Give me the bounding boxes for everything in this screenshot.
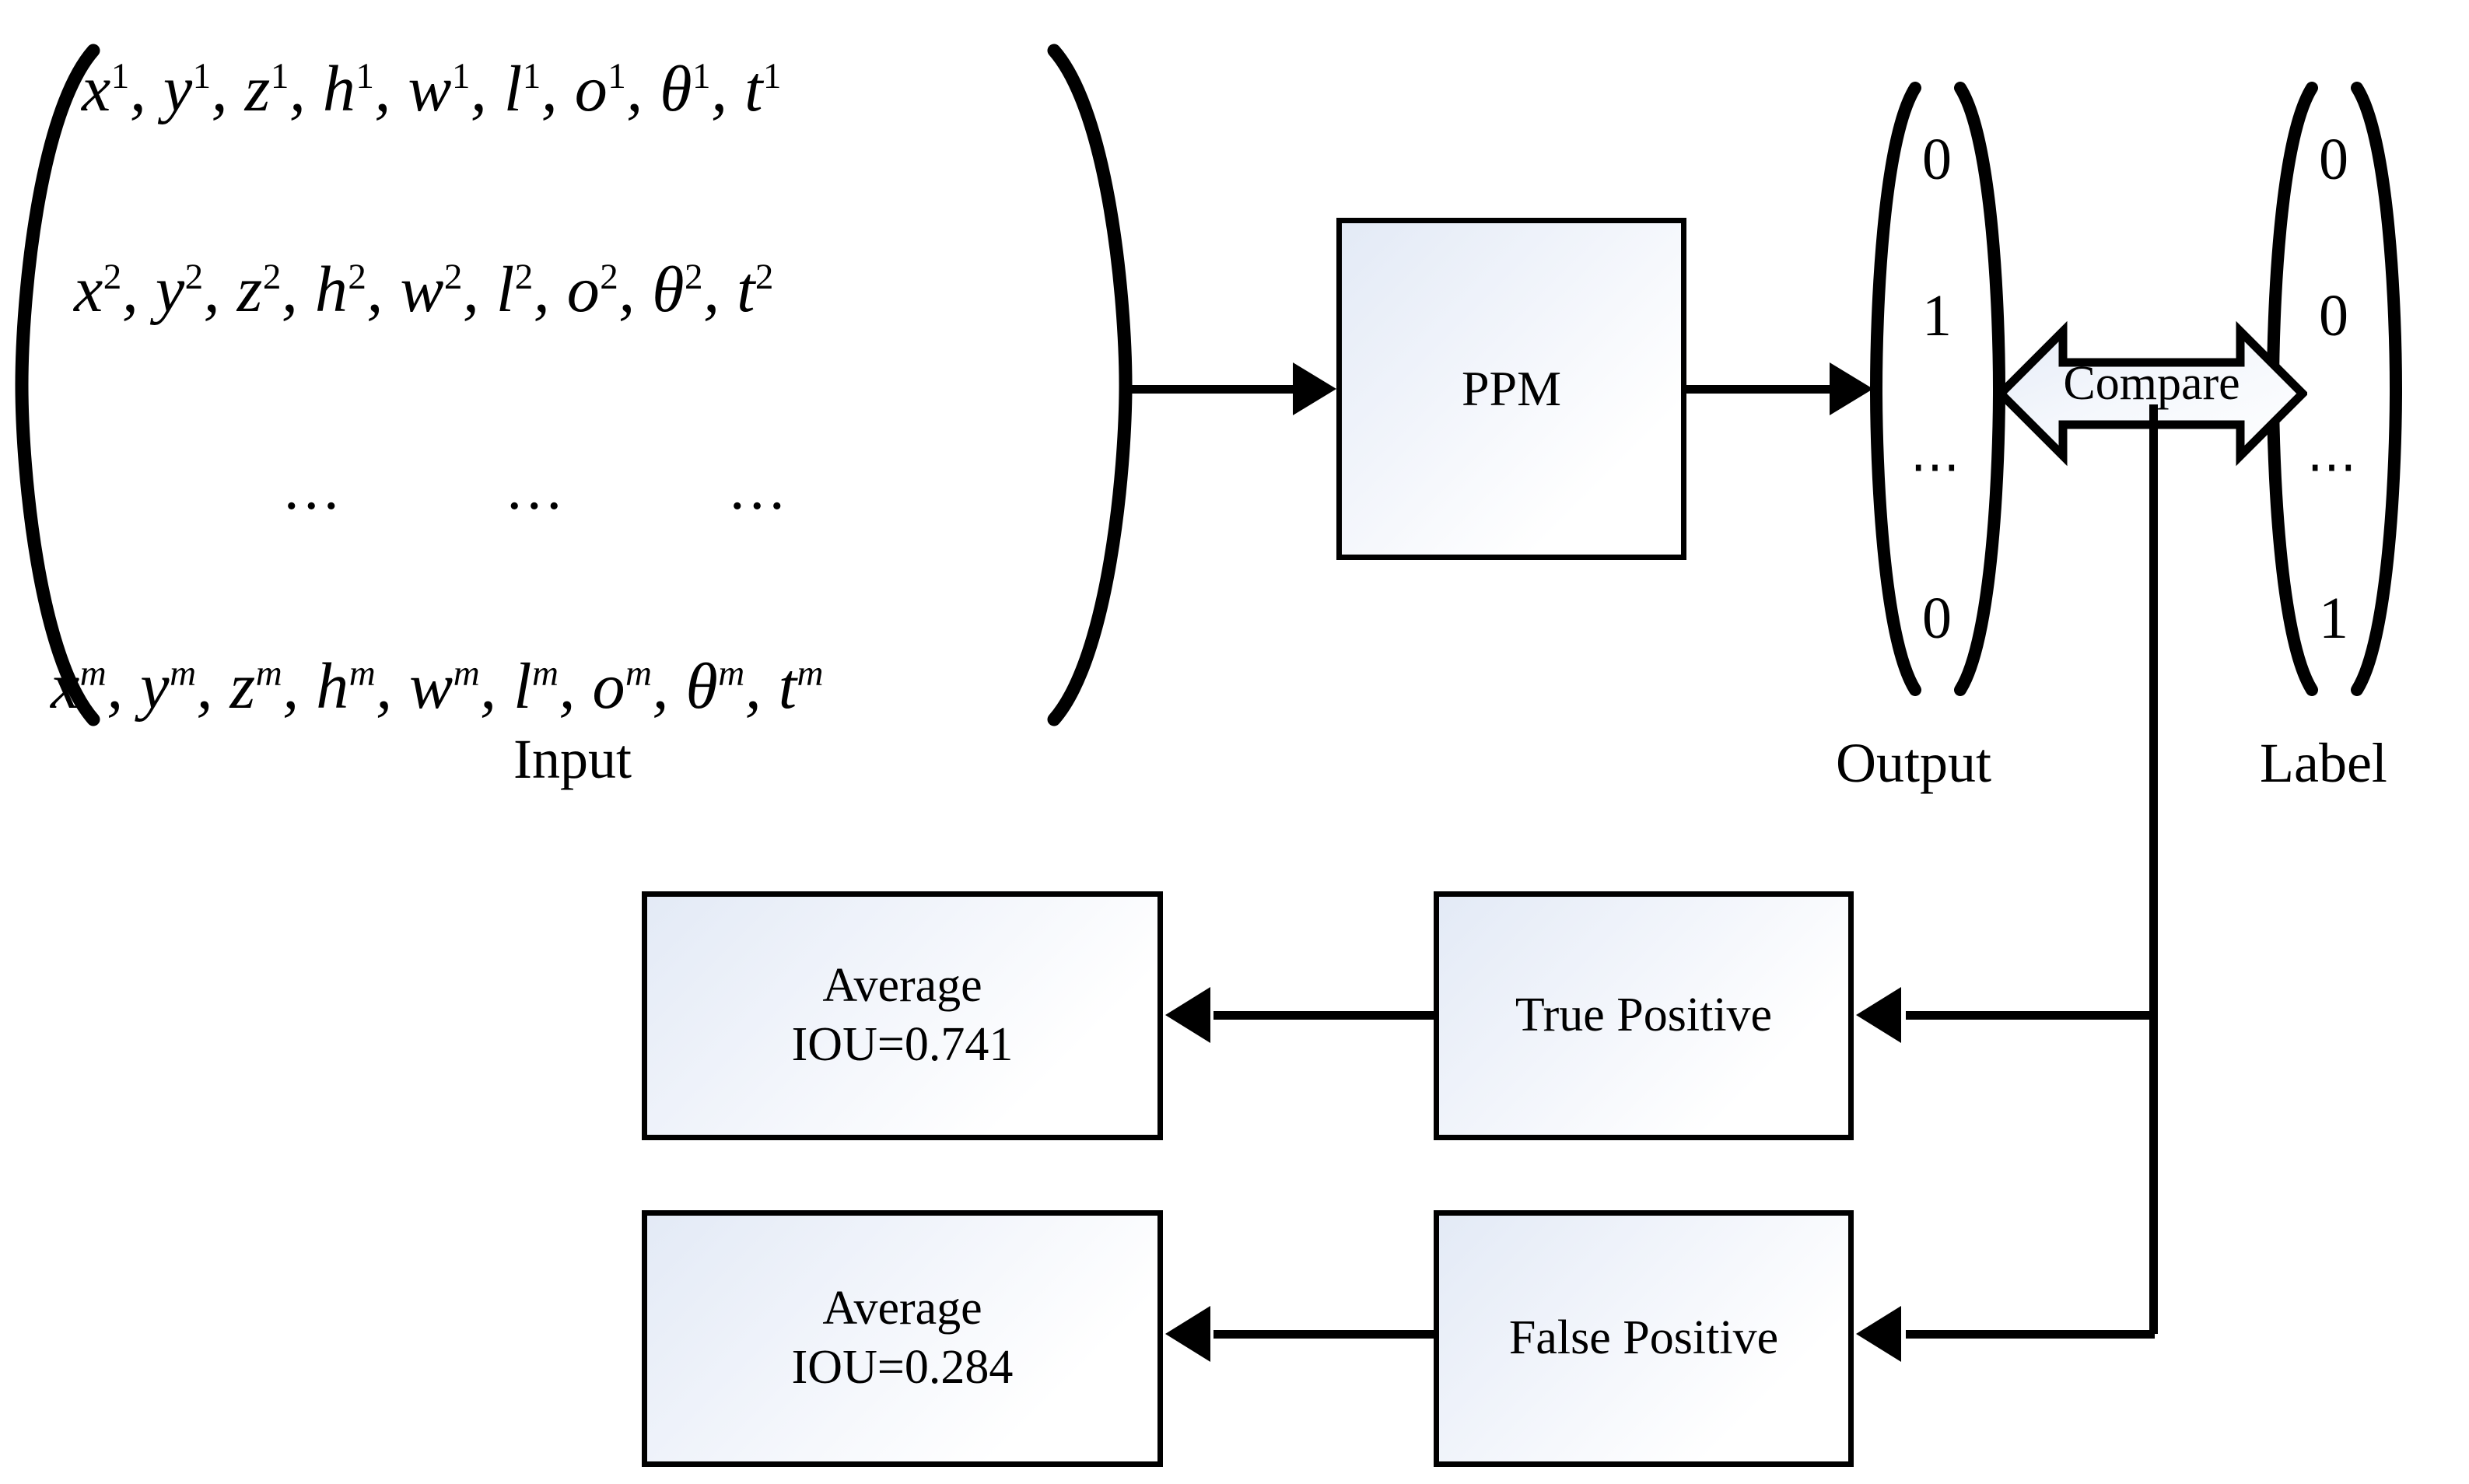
arrowhead-avg-iou-fp — [1165, 1306, 1210, 1362]
matrix-row-2: x2, y2, z2, h2, w2, l2, o2, θ2, t2 — [74, 254, 774, 326]
output-value-1: 1 — [1922, 282, 1952, 348]
matrix-row-m: xm, ym, zm, hm, wm, lm, om, θm, tm — [51, 650, 824, 723]
false-positive-label: False Positive — [1508, 1311, 1779, 1365]
matrix-dots-1: ... — [284, 454, 344, 522]
compare-label: Compare — [2063, 357, 2240, 410]
connector-input-to-ppm — [1132, 385, 1299, 394]
matrix-dots-2: ... — [506, 454, 566, 522]
output-value-3: 0 — [1922, 585, 1952, 651]
false-positive-box[interactable]: False Positive — [1434, 1210, 1854, 1467]
output-vector: 0 1 ⋯ 0 — [1867, 82, 2007, 696]
avg-iou-fp-line1: Average — [822, 1282, 982, 1335]
arrowhead-avg-iou-tp — [1165, 987, 1210, 1043]
label-value-ellipsis: ⋯ — [2306, 439, 2361, 495]
ppm-label: PPM — [1461, 360, 1562, 416]
output-values: 0 1 ⋯ 0 — [1901, 82, 1973, 696]
avg-iou-tp-line1: Average — [822, 959, 982, 1013]
connector-trunk-to-false-positive — [1906, 1330, 2155, 1339]
true-positive-label: True Positive — [1515, 989, 1773, 1042]
average-iou-false-positive-box[interactable]: Average IOU=0.284 — [642, 1210, 1163, 1467]
average-iou-true-positive-box[interactable]: Average IOU=0.741 — [642, 891, 1163, 1140]
label-caption: Label — [2260, 732, 2387, 794]
output-right-paren-icon — [1954, 82, 2008, 696]
connector-true-positive-to-avg-iou — [1213, 1011, 1435, 1020]
output-caption: Output — [1836, 732, 1992, 794]
output-value-ellipsis: ⋯ — [1910, 439, 1964, 495]
matrix-row-ellipsis: ... ... ... — [51, 458, 1062, 519]
label-right-paren-icon — [2351, 82, 2405, 696]
label-value-3: 1 — [2319, 585, 2348, 651]
true-positive-box[interactable]: True Positive — [1434, 891, 1854, 1140]
output-value-0: 0 — [1922, 127, 1952, 193]
matrix-dots-3: ... — [730, 454, 790, 522]
connector-false-positive-to-avg-iou — [1213, 1330, 1435, 1339]
avg-iou-fp-line2: IOU=0.284 — [791, 1341, 1014, 1394]
label-vector: 0 0 ⋯ 1 — [2264, 82, 2404, 696]
connector-ppm-to-output — [1686, 385, 1834, 394]
input-matrix: x1, y1, z1, h1, w1, l1, o1, θ1, t1 x2, y… — [8, 43, 1143, 727]
output-left-paren-icon — [1867, 82, 1921, 696]
label-value-0: 0 — [2319, 127, 2348, 193]
ppm-box[interactable]: PPM — [1336, 218, 1686, 560]
arrowhead-ppm-to-output — [1830, 362, 1873, 415]
connector-trunk-to-true-positive — [1906, 1011, 2155, 1020]
connector-compare-trunk — [2149, 404, 2158, 1334]
arrowhead-false-positive — [1856, 1306, 1901, 1362]
avg-iou-tp-line2: IOU=0.741 — [791, 1018, 1014, 1071]
arrowhead-input-to-ppm — [1293, 362, 1336, 415]
compare-double-arrow-icon[interactable] — [1996, 317, 2307, 470]
matrix-row-1: x1, y1, z1, h1, w1, l1, o1, θ1, t1 — [82, 53, 782, 125]
label-value-1: 0 — [2319, 282, 2348, 348]
arrowhead-true-positive — [1856, 987, 1901, 1043]
label-values: 0 0 ⋯ 1 — [2298, 82, 2369, 696]
matrix-rows: x1, y1, z1, h1, w1, l1, o1, θ1, t1 x2, y… — [51, 43, 1062, 727]
input-caption: Input — [513, 728, 632, 790]
